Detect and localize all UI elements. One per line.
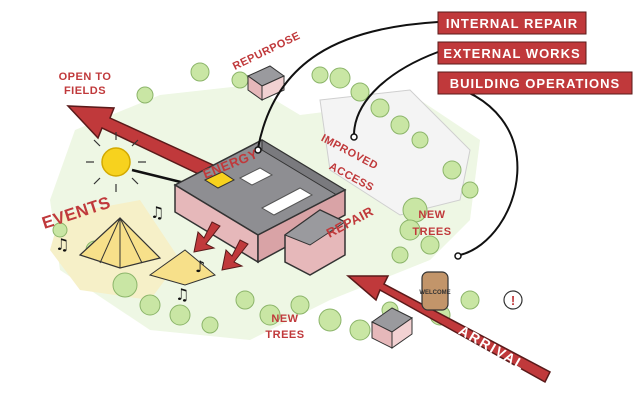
- repurpose-label: REPURPOSE: [231, 30, 302, 73]
- legend-building-operations: BUILDING OPERATIONS: [437, 71, 633, 95]
- energy-arrows: [193, 221, 249, 271]
- leader-lines: [257, 21, 519, 256]
- repurpose-building: [247, 65, 285, 101]
- new-trees-right-label-2: TREES: [412, 226, 451, 238]
- new-trees-bottom-label-1: NEW: [271, 313, 298, 325]
- svg-text:♪: ♪: [195, 257, 205, 276]
- gatehouse: [371, 307, 413, 349]
- legend-internal-repair: INTERNAL REPAIR: [437, 11, 587, 35]
- open-to-fields-label-2: FIELDS: [64, 85, 106, 97]
- svg-text:♫: ♫: [55, 235, 69, 254]
- legend-external-works: EXTERNAL WORKS: [437, 41, 587, 65]
- open-to-fields-label-1: OPEN TO: [59, 71, 112, 83]
- main-building: [173, 139, 347, 276]
- alert-mark: !: [511, 293, 515, 308]
- svg-text:♫: ♫: [175, 285, 189, 304]
- legend-label-building-operations: BUILDING OPERATIONS: [450, 76, 620, 91]
- legend-label-internal-repair: INTERNAL REPAIR: [446, 16, 578, 31]
- music-notes-icon: ♫ ♫ ♪ ♫: [55, 203, 205, 304]
- arrival-label: ARRIVAL: [456, 322, 529, 373]
- welcome-sign: WELCOME: [419, 271, 451, 311]
- alert-icon: !: [503, 290, 523, 310]
- car-park: [319, 89, 471, 216]
- new-trees-bottom-label-2: TREES: [265, 329, 304, 341]
- new-trees-right-label-1: NEW: [418, 209, 445, 221]
- welcome-label: WELCOME: [419, 290, 450, 296]
- events-tent: [78, 217, 217, 286]
- svg-text:♫: ♫: [150, 203, 164, 222]
- arrival-arrow: [345, 275, 551, 384]
- legend-label-external-works: EXTERNAL WORKS: [443, 46, 580, 61]
